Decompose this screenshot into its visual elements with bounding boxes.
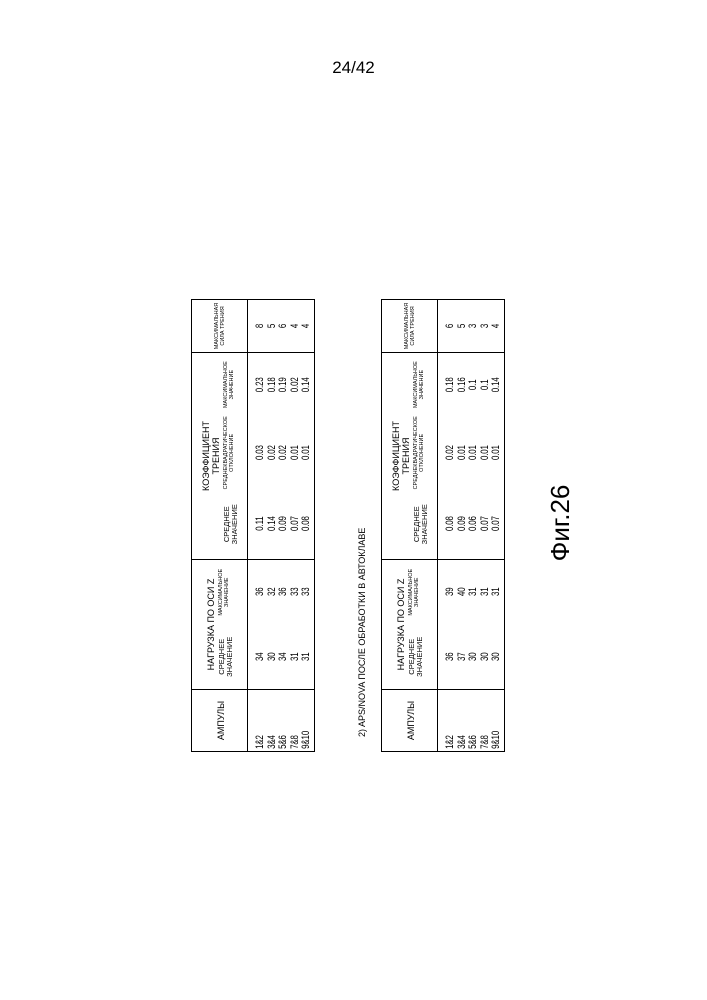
header-std-l1: СРЕДНЕКВАДРАТИЧЕСКОЕ: [413, 416, 419, 489]
header-std-l1: СРЕДНЕКВАДРАТИЧЕСКОЕ: [223, 416, 229, 489]
cell: 0.08: [301, 498, 312, 549]
header-ampoules-label: АМПУЛЫ: [406, 701, 416, 740]
cell: 0.14: [301, 362, 312, 408]
header-load-z-label: НАГРУЗКА ПО ОСИ Z: [396, 579, 406, 671]
cell: 31: [491, 569, 502, 615]
header-cmax-l2: ЗНАЧЕНИЕ: [419, 353, 425, 416]
header-ampoules-label: АМПУЛЫ: [216, 701, 226, 740]
header-mean-l2: ЗНАЧЕНИЕ: [226, 625, 234, 690]
header-maxforce-l2: СИЛА ТРЕНИЯ: [220, 306, 226, 345]
header-load-z-label: НАГРУЗКА ПО ОСИ Z: [206, 579, 216, 671]
header-cmax-l1: МАКСИМАЛЬНОЕ: [223, 353, 229, 416]
data-row: 1&2 3&4 5&6 7&8 9&10 34 30 34 31 31: [248, 299, 315, 751]
header-cmax-l2: ЗНАЧЕНИЕ: [229, 353, 235, 416]
cell: 31: [301, 634, 312, 680]
header-std-l2: ОТКЛОНЕНИЕ: [229, 416, 235, 489]
cell: 0.07: [491, 498, 502, 549]
col-max-force: 8 5 6 4 4: [248, 299, 315, 352]
header-cmean-l2: ЗНАЧЕНИЕ: [231, 489, 239, 559]
page-number: 24/42: [0, 58, 707, 78]
cell: 4: [301, 307, 312, 344]
header-max-force: МАКСИМАЛЬНАЯ СИЛА ТРЕНИЯ: [192, 299, 248, 352]
col-ampoules: 1&2 3&4 5&6 7&8 9&10: [438, 690, 505, 752]
cell: 0.01: [301, 427, 312, 478]
header-max-l1: МАКСИМАЛЬНОЕ: [218, 560, 224, 625]
col-load: 34 30 34 31 31 36 32 36 33 33: [248, 560, 315, 690]
figure-label: Фиг.26: [542, 473, 578, 573]
header-load-z: НАГРУЗКА ПО ОСИ Z СРЕДНЕЕЗНАЧЕНИЕ МАКСИМ…: [382, 560, 438, 690]
header-coef-l2: ТРЕНИЯ: [401, 438, 411, 475]
header-coef-l2: ТРЕНИЯ: [211, 438, 221, 475]
friction-table-1: АМПУЛЫ НАГРУЗКА ПО ОСИ Z СРЕДНЕЕЗНАЧЕНИЕ…: [191, 300, 315, 752]
friction-table-2: АМПУЛЫ НАГРУЗКА ПО ОСИ Z СРЕДНЕЕЗНАЧЕНИЕ…: [381, 300, 505, 752]
cell: 30: [491, 634, 502, 680]
col-load: 36 37 30 30 30 39 40 31 31 31: [438, 560, 505, 690]
header-max-l2: ЗНАЧЕНИЕ: [414, 560, 420, 625]
header-row: АМПУЛЫ НАГРУЗКА ПО ОСИ Z СРЕДНЕЕЗНАЧЕНИЕ…: [382, 299, 438, 751]
col-max-force: 6 5 3 3 4: [438, 299, 505, 352]
header-mean-l2: ЗНАЧЕНИЕ: [416, 625, 424, 690]
cell: 9&10: [301, 707, 312, 751]
header-row: АМПУЛЫ НАГРУЗКА ПО ОСИ Z СРЕДНЕЕЗНАЧЕНИЕ…: [192, 299, 248, 751]
header-ampoules: АМПУЛЫ: [382, 690, 438, 752]
cell: 0.14: [491, 362, 502, 408]
header-cmean-l2: ЗНАЧЕНИЕ: [421, 489, 429, 559]
cell: 33: [301, 569, 312, 615]
table: АМПУЛЫ НАГРУЗКА ПО ОСИ Z СРЕДНЕЕЗНАЧЕНИЕ…: [191, 299, 315, 752]
cell: 4: [491, 307, 502, 344]
header-coef: КОЭФФИЦИЕНТ ТРЕНИЯ СРЕДНЕЕЗНАЧЕНИЕ СРЕДН…: [192, 352, 248, 559]
header-max-l1: МАКСИМАЛЬНОЕ: [408, 560, 414, 625]
header-load-z: НАГРУЗКА ПО ОСИ Z СРЕДНЕЕЗНАЧЕНИЕ МАКСИМ…: [192, 560, 248, 690]
section2-title: 2) APS/NOVA ПОСЛЕ ОБРАБОТКИ В АВТОКЛАВЕ: [355, 517, 369, 737]
header-max-force: МАКСИМАЛЬНАЯ СИЛА ТРЕНИЯ: [382, 299, 438, 352]
header-coef-l1: КОЭФФИЦИЕНТ: [201, 421, 211, 491]
header-coef: КОЭФФИЦИЕНТ ТРЕНИЯ СРЕДНЕЕЗНАЧЕНИЕ СРЕДН…: [382, 352, 438, 559]
cell: 0.01: [491, 427, 502, 478]
col-coef: 0.08 0.09 0.06 0.07 0.07 0.02 0.01 0.01 …: [438, 352, 505, 559]
header-ampoules: АМПУЛЫ: [192, 690, 248, 752]
header-max-l2: ЗНАЧЕНИЕ: [224, 560, 230, 625]
col-coef: 0.11 0.14 0.09 0.07 0.08 0.03 0.02 0.02 …: [248, 352, 315, 559]
header-cmax-l1: МАКСИМАЛЬНОЕ: [413, 353, 419, 416]
data-row: 1&2 3&4 5&6 7&8 9&10 36 37 30 30 30: [438, 299, 505, 751]
cell: 9&10: [491, 707, 502, 751]
header-std-l2: ОТКЛОНЕНИЕ: [419, 416, 425, 489]
header-coef-l1: КОЭФФИЦИЕНТ: [391, 421, 401, 491]
header-maxforce-l2: СИЛА ТРЕНИЯ: [410, 306, 416, 345]
col-ampoules: 1&2 3&4 5&6 7&8 9&10: [248, 690, 315, 752]
table: АМПУЛЫ НАГРУЗКА ПО ОСИ Z СРЕДНЕЕЗНАЧЕНИЕ…: [381, 299, 505, 752]
